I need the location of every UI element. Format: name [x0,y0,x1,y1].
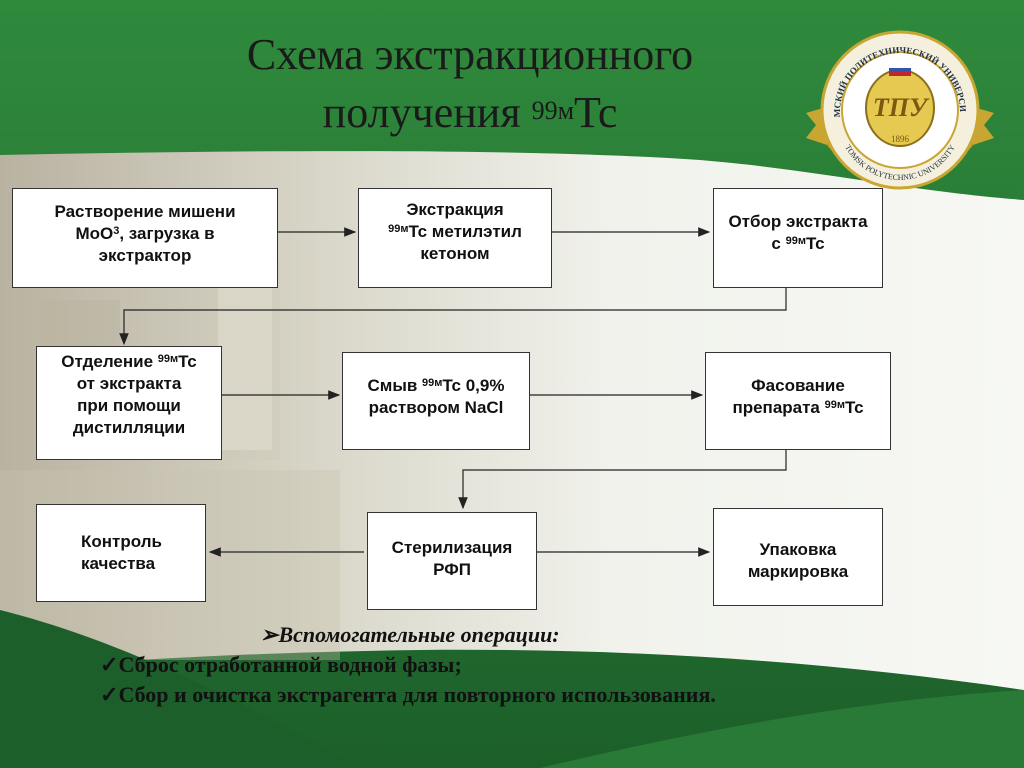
step-dissolution-moo: MoO [75,224,114,243]
step-extraction-line-3: кетоном [420,244,490,263]
step-elution-sup: 99м [422,377,443,389]
step-separation-sup: 99м [157,353,179,365]
step-packaging-labeling-line-1: Упаковка [759,540,837,559]
auxiliary-operations-heading: ➢Вспомогательные операции: [260,620,920,650]
step-quality-control-line-1: Контроль [81,532,162,551]
step-extraction-sup: 99м [388,223,409,235]
step-extraction-line-1: Экстракция [406,200,504,219]
arrow-bullet-icon: ➢ [260,622,279,647]
title-line-1: Схема экстракционного [246,30,694,79]
step-quality-control: Контроль качества [36,504,206,602]
step-dissolution-line-3: экстрактор [98,246,192,265]
step-separation-line-4: дистилляции [72,418,186,437]
step-elution-prefix: Смыв [367,376,423,395]
step-dissolution-line-1: Растворение мишени [54,202,236,221]
step-sterilization-line-2: РФП [433,560,471,579]
step-separation: Отделение 99мTc от экстракта при помощи … [36,346,222,460]
step-dissolution-sub: 3 [113,225,120,237]
step-packaging-drug-line-1: Фасование [751,376,845,395]
step-elution-line-2: раствором NaCl [368,398,504,417]
step-sterilization: Стерилизация РФП [367,512,537,610]
step-extract-selection-element: Tc [805,234,825,253]
step-packaging-labeling: Упаковка маркировка [713,508,883,606]
step-extract-selection-sup: 99м [785,235,806,247]
title-line-2: получения [322,88,532,137]
step-separation-element: Tc [178,352,197,371]
auxiliary-operations: ➢Вспомогательные операции: ✓Сброс отрабо… [100,620,920,710]
list-item-text: Сбор и очистка экстрагента для повторног… [118,682,716,707]
step-packaging-drug: Фасование препарата 99мTc [705,352,891,450]
title-isotope-sup: 99м [531,96,575,125]
step-extract-selection-prefix: с [771,234,786,253]
step-dissolution: Растворение мишени MoO3, загрузка в экст… [12,188,278,288]
step-quality-control-line-2: качества [81,554,156,573]
check-bullet-icon: ✓ [100,652,119,677]
step-packaging-drug-prefix: препарата [732,398,825,417]
step-separation-line-3: при помощи [77,396,181,415]
title-element: Tc [574,88,618,137]
auxiliary-operations-heading-text: Вспомогательные операции: [278,622,560,647]
logo-monogram: ТПУ [873,93,930,122]
list-item: ✓Сбор и очистка экстрагента для повторно… [100,680,920,710]
logo-year: 1896 [891,134,910,144]
step-dissolution-line-2: , загрузка в [119,224,215,243]
step-elution: Смыв 99мTc 0,9% раствором NaCl [342,352,530,450]
step-extraction-line-2: Tc метилэтил [408,222,522,241]
check-bullet-icon: ✓ [100,682,119,707]
step-extraction: Экстракция 99мTc метилэтил кетоном [358,188,552,288]
step-elution-line-1: Tc 0,9% [442,376,505,395]
step-separation-prefix: Отделение [61,352,158,371]
university-logo: ТОМСКИЙ ПОЛИТЕХНИЧЕСКИЙ УНИВЕРСИТЕТ TOMS… [800,18,994,190]
slide-title: Схема экстракционного получения 99мTc [120,26,820,142]
step-packaging-labeling-line-2: маркировка [747,562,849,581]
step-sterilization-line-1: Стерилизация [391,538,513,557]
step-packaging-drug-element: Tc [844,398,864,417]
step-separation-line-2: от экстракта [76,374,182,393]
list-item: ✓Сброс отработанной водной фазы; [100,650,920,680]
step-extract-selection-line-1: Отбор экстракта [728,212,868,231]
step-packaging-drug-sup: 99м [824,399,845,411]
list-item-text: Сброс отработанной водной фазы; [118,652,462,677]
step-extract-selection: Отбор экстракта с 99мTc [713,188,883,288]
